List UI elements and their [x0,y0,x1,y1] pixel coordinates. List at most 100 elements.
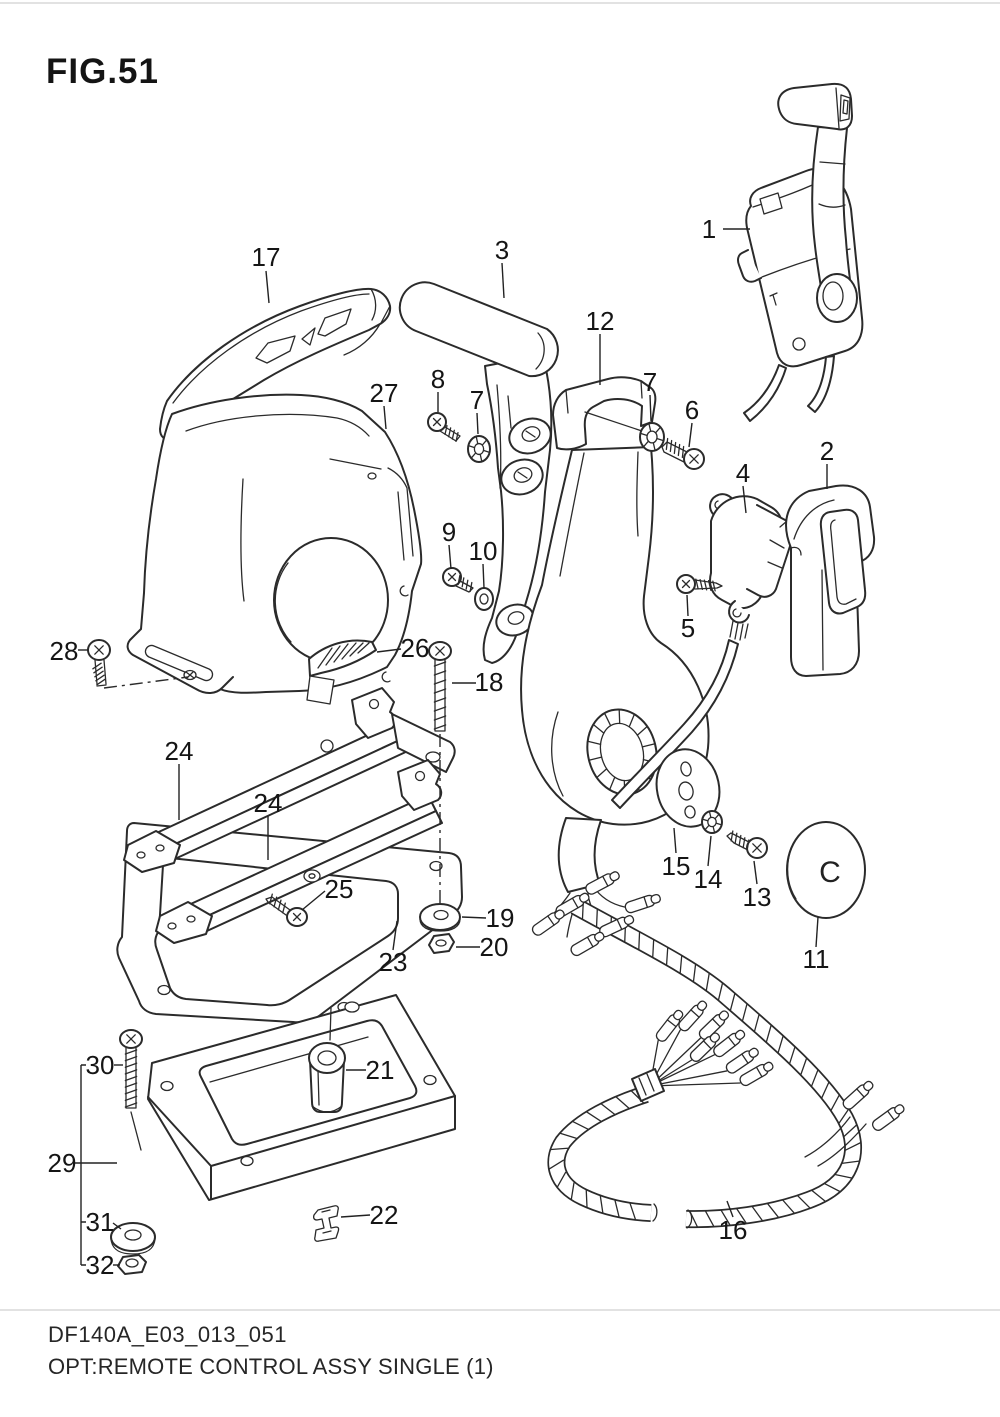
bullet-terminal [624,893,661,914]
callout-5-13: 5 [681,613,695,643]
callout-22-31: 22 [370,1200,399,1230]
callout-28-14: 28 [50,636,79,666]
leader-17 [265,270,270,304]
callout-31-30: 31 [86,1207,115,1237]
figure-title: FIG.51 [46,52,159,91]
part-9-bolt [442,567,474,593]
callout-9-11: 9 [442,517,456,547]
callout-3-2: 3 [495,235,509,265]
leader-11 [815,916,819,948]
part-2-side-grip [785,484,876,677]
callout-17-1: 17 [252,242,281,272]
bullet-terminal [713,1029,746,1058]
bullet-terminal [585,871,620,895]
leader-19 [461,916,487,919]
part-31-washer [110,1222,156,1255]
leader-14 [707,835,712,867]
leader-31 [112,1222,122,1230]
part-27-housing-cover [126,393,423,694]
callout-30-27: 30 [86,1050,115,1080]
part-16-wire-harness [547,898,867,1229]
part-21-clevis [308,1042,346,1113]
leader-6 [688,422,693,448]
leader-25 [301,890,326,911]
callout-10-12: 10 [469,536,498,566]
bracket-29-group [80,1064,86,1266]
callout-21-28: 21 [366,1055,395,1085]
leader-27 [383,405,387,430]
bullet-terminal [570,931,605,957]
figure-code: DF140A_E03_013_051 [48,1322,287,1347]
leader-16 [726,1200,734,1218]
star-washers [467,422,723,834]
callout-7-5: 7 [470,385,484,415]
part-13-screw [726,832,768,859]
bullet-terminal [531,909,565,936]
callout-16-33: 16 [719,1215,748,1245]
axis-28 [103,676,189,689]
leader-7 [649,394,652,422]
callout-32-32: 32 [86,1250,115,1280]
part-26-guide-bracket [306,639,377,705]
callout-26-15: 26 [401,633,430,663]
callout-20-24: 20 [480,932,509,962]
bullet-terminal [842,1080,874,1110]
figure-footer: DF140A_E03_013_051 OPT:REMOTE CONTROL AS… [48,1322,494,1380]
callout-18-16: 18 [475,667,504,697]
leader-22 [340,1214,371,1218]
callout-14-20: 14 [694,864,723,894]
part-11-cap: C [786,821,866,919]
part-24-clamp-rail-lower [155,759,443,944]
part-8-bolt [427,412,461,442]
leader-9 [448,544,452,570]
part-4-switch [611,493,796,809]
callout-13-21: 13 [743,882,772,912]
bullet-connectors [531,871,905,1131]
callout-27-6: 27 [370,378,399,408]
callout-4-10: 4 [736,458,750,488]
leader-13 [753,860,758,885]
part-32-nut [117,1254,147,1275]
callout-24-18: 24 [254,788,283,818]
part-29-mount-frame [147,994,456,1201]
callout-11-26: 11 [803,944,830,974]
bullet-terminal [698,1010,730,1040]
bullet-terminal [678,1000,708,1032]
callout-15-19: 15 [662,851,691,881]
bullet-terminal [689,1032,721,1062]
callout-29-29: 29 [48,1148,77,1178]
leader-15 [673,827,677,854]
bullet-terminal [725,1047,759,1074]
callout-7-7: 7 [643,367,657,397]
part-19-washer [419,903,461,932]
leader-26 [376,648,402,653]
leader-23 [392,920,398,951]
part-3-control-handle [398,281,559,664]
part-22-clip [312,1205,340,1242]
leader-10 [482,563,485,589]
bullet-terminal [739,1061,774,1087]
callout-24-17: 24 [165,736,194,766]
part-24-clamp-rail-upper [123,687,456,873]
callout-25-22: 25 [325,874,354,904]
part-20-nut [428,933,455,954]
callout-1-0: 1 [702,214,716,244]
figure-caption: OPT:REMOTE CONTROL ASSY SINGLE (1) [48,1354,494,1379]
leader-5 [686,594,689,617]
bullet-terminal [655,1009,684,1042]
callout-23-25: 23 [379,947,408,977]
bullet-terminal [871,1104,905,1131]
callout-19-23: 19 [486,903,515,933]
leader-7 [476,412,479,435]
cap-marking-c: C [819,856,841,889]
callout-8-4: 8 [431,364,445,394]
thread-hatching [92,424,750,1108]
part-10-washer [474,587,494,611]
callout-6-8: 6 [685,395,699,425]
leader-3 [501,262,505,299]
callout-2-9: 2 [820,436,834,466]
leader-4 [742,485,747,514]
